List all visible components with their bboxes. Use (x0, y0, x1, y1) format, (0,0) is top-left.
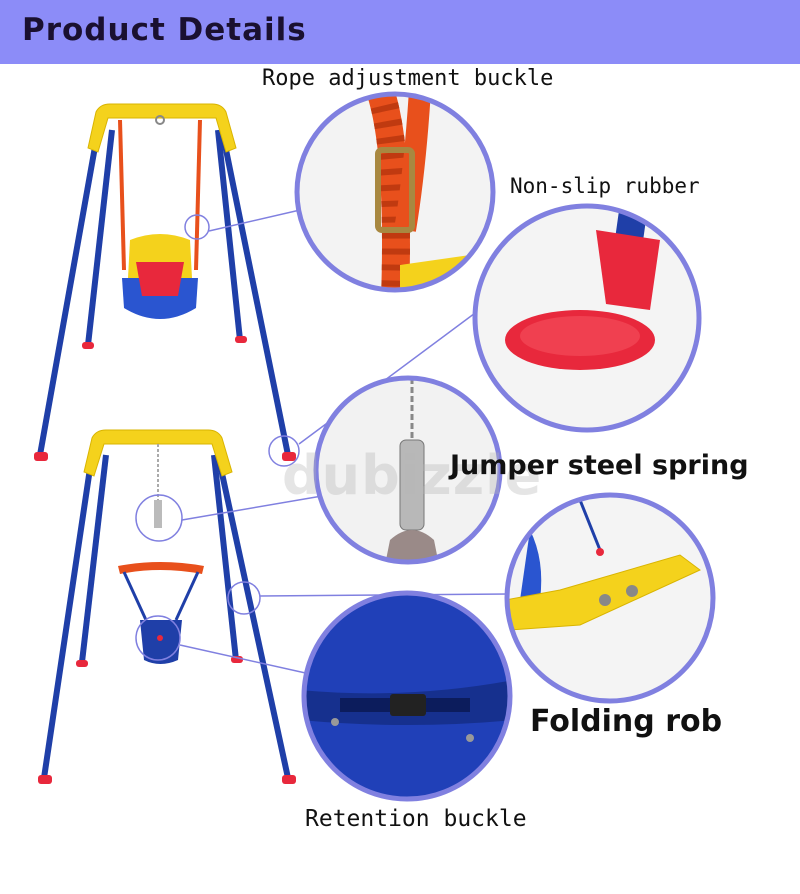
jumper-frame (38, 429, 296, 784)
header-banner: Product Details (0, 0, 800, 64)
page-title: Product Details (22, 12, 307, 48)
steel-spring-detail (313, 375, 503, 565)
retention-buckle-detail (301, 590, 513, 802)
steel-spring-label: Jumper steel spring (450, 450, 749, 481)
folding-rod-label: Folding rob (530, 704, 723, 739)
watermark: dubizzle (282, 444, 543, 507)
nonslip-rubber-detail (472, 203, 702, 433)
retention-buckle-label: Retention buckle (305, 806, 527, 832)
nonslip-rubber-label: Non-slip rubber (510, 174, 700, 198)
swing-frame (34, 103, 296, 461)
rope-adjustment-label: Rope adjustment buckle (262, 66, 554, 91)
pointer-circles (135, 214, 300, 661)
rope-buckle-detail (294, 91, 496, 293)
folding-rod-detail (504, 492, 716, 704)
